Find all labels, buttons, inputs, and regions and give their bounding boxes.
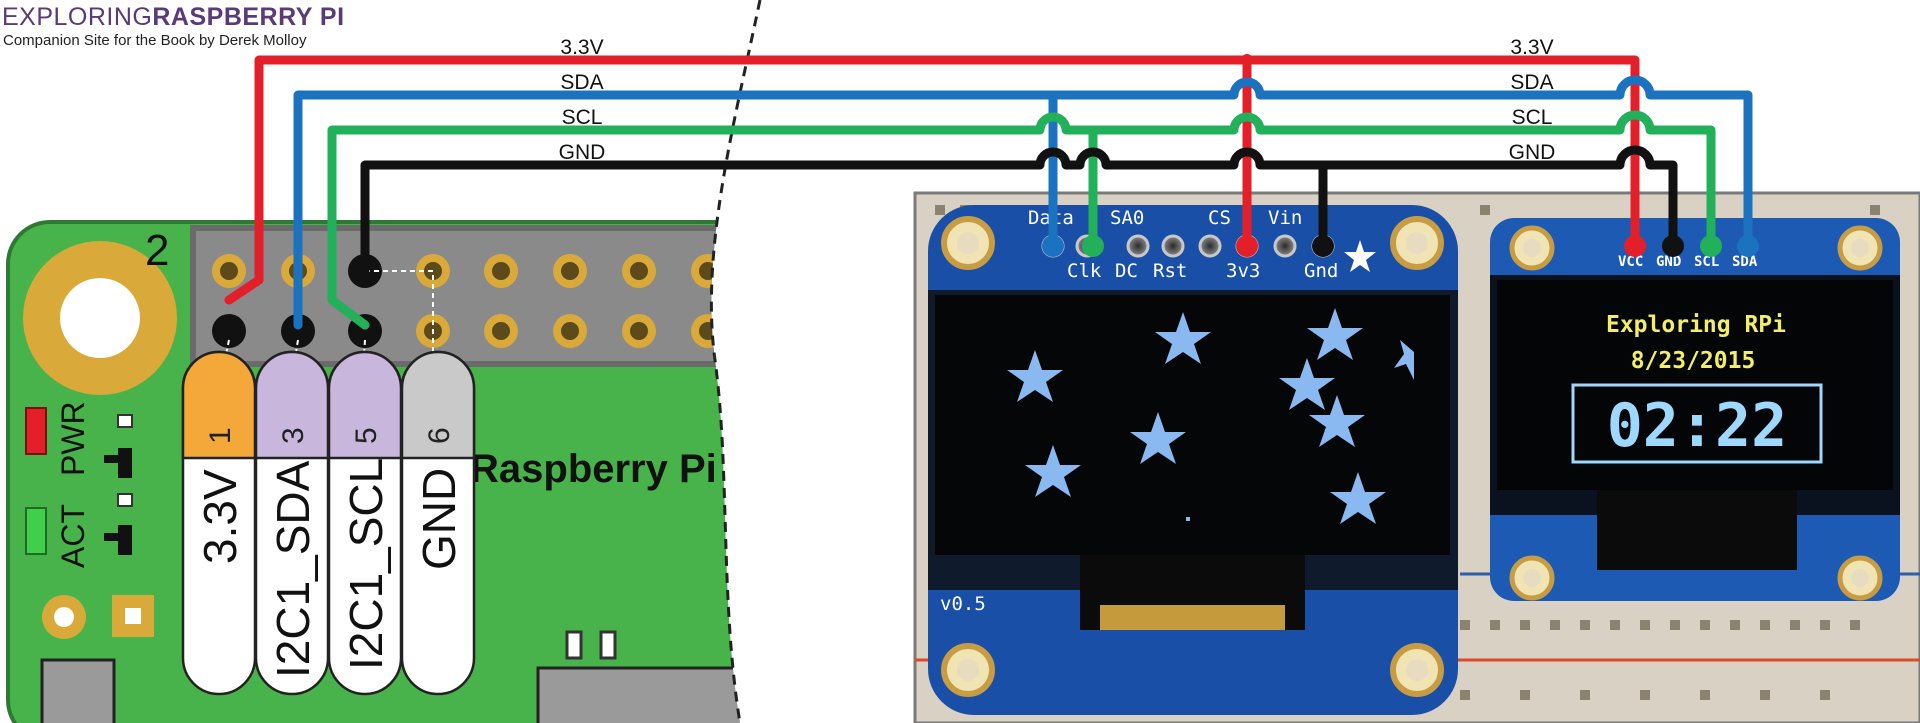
header-number: 2 [145,226,169,275]
silk-sda: SDA [1732,254,1758,270]
smd-components [40,414,760,723]
star-icon [1307,308,1363,360]
wire-label-3v3-right: 3.3V [1510,36,1553,59]
pin-tabs: 1 3.3V 3 I2C1_SDA 5 I2C1_SCL 6 GND [181,350,476,696]
time-box [1571,383,1823,464]
pin-name: I2C1_SDA [267,460,319,678]
pin-name: 3.3V [194,469,246,564]
silk-dc: DC [1115,260,1138,282]
oled-time: 02:22 [1607,391,1788,461]
silk-vin: Vin [1268,207,1302,229]
wire-label-sda-left: SDA [560,71,603,94]
wire-label-sda-right: SDA [1510,71,1553,94]
wire-label-gnd-left: GND [559,141,606,164]
wire-label-gnd-right: GND [1509,141,1556,164]
oled-line-2: 8/23/2015 [1631,348,1756,374]
pin-tab-5: 5 I2C1_SCL [327,350,403,696]
star-icon [1155,312,1211,364]
star-icon [1279,358,1335,410]
star-icon [1130,412,1186,464]
site-title: EXPLORINGRASPBERRY PI [2,3,345,31]
pin-number: 6 [423,427,456,444]
silk-vcc: VCC [1618,254,1643,270]
oled-module-right: VCC GND SCL SDA Exploring RPi 8/23/2015 … [1490,218,1900,601]
silk-version: v0.5 [940,593,986,615]
wire-label-scl-right: SCL [1512,106,1553,129]
wire-label-scl-left: SCL [562,106,603,129]
board-label: Raspberry Pi 2 [470,447,750,491]
oled-star-field [1007,308,1414,524]
pin-number: 1 [204,427,237,444]
pin-tab-6: 6 GND [400,350,476,696]
star-icon [1330,472,1386,524]
silk-gnd-right: GND [1656,254,1681,270]
wires [224,55,1753,330]
site-header: EXPLORINGRASPBERRY PI Companion Site for… [2,3,345,49]
pin-name: GND [413,468,465,570]
wire-label-3v3-left: 3.3V [560,36,603,59]
star-icon [1394,340,1414,380]
pin-number: 3 [277,427,310,444]
wire-gnd [360,145,1678,276]
silk-clk: Clk [1067,260,1102,282]
silk-rst: Rst [1153,260,1187,282]
site-subtitle: Companion Site for the Book by Derek Mol… [3,32,307,49]
oled-ribbon-right [1597,490,1797,570]
star-icon [1025,445,1081,497]
wire-terminals [1042,54,1759,257]
pwr-led [25,407,47,455]
star-icon [1309,395,1365,447]
act-led [25,507,47,555]
oled-module-left: Data SA0 CS Vin Clk DC Rst 3v3 Gnd v0.5 [928,205,1458,715]
pin-tab-3: 3 I2C1_SDA [254,350,330,696]
breadboard-photo: Data SA0 CS Vin Clk DC Rst 3v3 Gnd v0.5 [913,191,1920,723]
board-tear-line [709,0,762,723]
star-icon [1007,350,1063,402]
wire-labels: 3.3V SDA SCL GND 3.3V SDA SCL GND [559,36,1556,164]
pin-name: I2C1_SCL [340,458,392,670]
silk-scl: SCL [1694,254,1719,270]
oled-line-1: Exploring RPi [1606,312,1786,338]
silk-sa0: SA0 [1110,207,1144,229]
silk-gnd: Gnd [1304,260,1338,282]
adafruit-star-icon [1344,240,1376,272]
silk-3v3: 3v3 [1226,260,1260,282]
act-label: ACT [55,504,91,568]
pin-tab-1: 1 3.3V [181,350,257,696]
pin-number: 5 [350,427,383,444]
silk-cs: CS [1208,207,1231,229]
pwr-label: PWR [55,401,91,476]
